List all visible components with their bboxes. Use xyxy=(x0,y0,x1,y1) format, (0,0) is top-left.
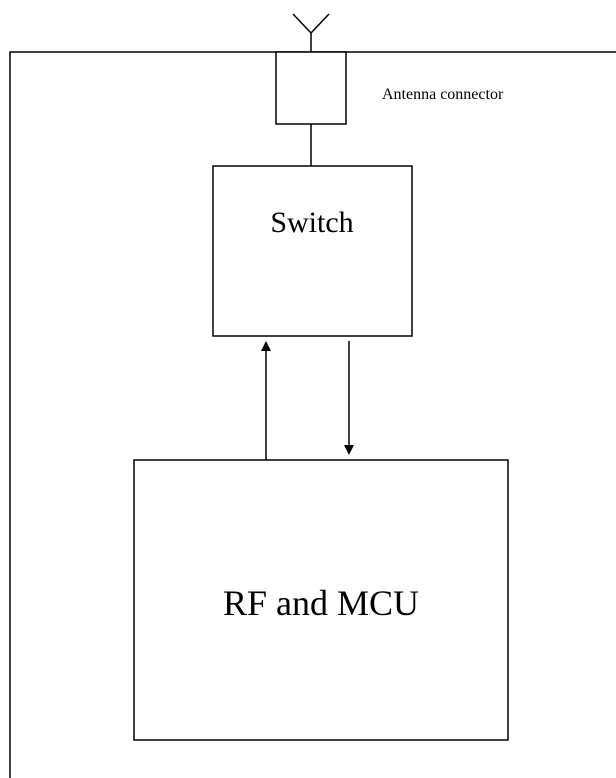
antenna-icon xyxy=(292,13,330,52)
rf-mcu-label: RF and MCU xyxy=(223,583,419,623)
antenna-connector-label: Antenna connector xyxy=(382,86,504,103)
antenna-connector-box xyxy=(275,51,347,125)
switch-box xyxy=(212,165,413,337)
rf-mcu-box xyxy=(133,459,509,741)
enclosure-outline xyxy=(9,51,616,778)
switch-label: Switch xyxy=(270,206,353,239)
